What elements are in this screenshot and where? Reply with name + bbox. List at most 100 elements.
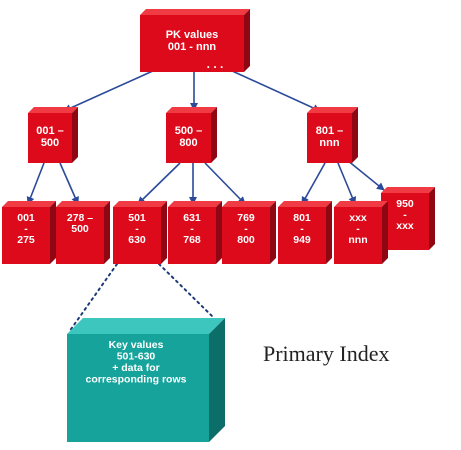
- arrow-node3-to-leaf-8: [346, 159, 385, 191]
- leaf-node-4-label: -: [190, 223, 194, 235]
- leaf-node-2-front-face: [56, 207, 104, 264]
- leaf-node-3-top-face: [113, 201, 167, 207]
- leaf-node-3-front-face: [113, 207, 161, 264]
- leaf-node-8-label: -: [356, 223, 360, 235]
- leaf-node-4-side-face: [216, 201, 222, 264]
- leaf-node-7-label: 950: [396, 198, 414, 210]
- arrow-root-to-node-3: [229, 69, 321, 112]
- leaf-node-2-label: 278 –: [67, 212, 93, 224]
- dotted-connector-left: [68, 263, 118, 333]
- index-node-1-side-face: [72, 107, 78, 163]
- leaf-node-5-top-face: [222, 201, 276, 207]
- index-node-1-label: 500: [41, 137, 59, 149]
- leaf-node-3-label: 630: [128, 234, 146, 246]
- leaf-node-7-side-face: [429, 187, 435, 250]
- index-node-3-front-face: [307, 113, 352, 163]
- leaf-node-2: 278 –500: [56, 201, 110, 264]
- arrow-node1-to-leaf-1: [26, 162, 45, 205]
- leaf-node-3-side-face: [161, 201, 167, 264]
- leaf-node-2-label: 500: [71, 223, 89, 235]
- index-node-2-front-face: [166, 113, 211, 163]
- index-node-3: 801 –nnn: [307, 107, 358, 163]
- leaf-node-6-top-face: [278, 201, 332, 207]
- index-node-2-label: 800: [179, 137, 197, 149]
- leaf-node-8-top-face: [334, 201, 388, 207]
- leaf-node-4: 631-768: [168, 201, 222, 264]
- data-block-label: corresponding rows: [86, 374, 187, 386]
- index-node-2-label: 500 –: [175, 125, 203, 137]
- index-node-3-label: 801 –: [316, 125, 344, 137]
- data-block-label: + data for: [112, 362, 160, 374]
- leaf-node-6-side-face: [326, 201, 332, 264]
- index-node-2-top-face: [166, 107, 217, 113]
- leaf-node-6-label: 801: [293, 212, 311, 224]
- index-node-1-top-face: [28, 107, 78, 113]
- root-node-side-face: [244, 9, 250, 72]
- leaf-node-3-label: -: [135, 223, 139, 235]
- leaf-node-2-side-face: [104, 201, 110, 264]
- leaf-node-7-front-face: [381, 193, 429, 250]
- leaf-node-2-top-face: [56, 201, 110, 207]
- leaf-node-7-label: xxx: [396, 220, 414, 232]
- leaf-node-1-label: 001: [17, 212, 35, 224]
- leaf-node-7: 950-xxx: [381, 187, 435, 250]
- leaf-node-1: 001-275: [2, 201, 56, 264]
- leaf-node-5-label: 769: [237, 212, 255, 224]
- leaf-node-1-front-face: [2, 207, 50, 264]
- leaf-node-4-top-face: [168, 201, 222, 207]
- arrow-node2-to-leaf-3: [137, 162, 181, 205]
- leaf-node-7-label: -: [403, 209, 407, 221]
- data-block-top-face: [67, 318, 225, 334]
- data-block-front-face: [67, 334, 209, 442]
- root-node-label: 001 - nnn: [168, 41, 217, 53]
- arrow-root-to-node-1: [63, 69, 156, 112]
- leaf-node-5-label: -: [244, 223, 248, 235]
- root-node-top-face: [140, 9, 250, 15]
- index-node-1-front-face: [28, 113, 72, 163]
- leaf-node-8-side-face: [382, 201, 388, 264]
- arrow-node3-to-leaf-7: [337, 162, 357, 205]
- arrow-node2-to-leaf-5: [204, 162, 246, 205]
- leaf-node-8-label: xxx: [349, 212, 367, 224]
- leaf-node-8: xxx-nnn: [334, 201, 388, 264]
- leaf-node-6-front-face: [278, 207, 326, 264]
- data-block-side-face: [209, 318, 225, 442]
- arrow-node3-to-leaf-6: [301, 162, 326, 205]
- leaf-node-1-label: 275: [17, 234, 35, 246]
- leaf-node-5-side-face: [270, 201, 276, 264]
- data-block-label: Key values: [109, 339, 164, 351]
- index-node-3-side-face: [352, 107, 358, 163]
- root-node-front-face: [140, 15, 244, 72]
- leaf-node-6: 801-949: [278, 201, 332, 264]
- leaf-node-1-side-face: [50, 201, 56, 264]
- leaf-node-5-front-face: [222, 207, 270, 264]
- data-block-label: 501-630: [117, 351, 156, 363]
- index-node-2-side-face: [211, 107, 217, 163]
- leaf-node-5: 769-800: [222, 201, 276, 264]
- index-node-3-label: nnn: [319, 137, 339, 149]
- leaf-node-6-label: 949: [293, 234, 311, 246]
- leaf-node-4-label: 768: [183, 234, 201, 246]
- leaf-node-1-top-face: [2, 201, 56, 207]
- arrow-node1-to-leaf-2: [59, 162, 79, 205]
- leaf-node-4-front-face: [168, 207, 216, 264]
- root-node-label: PK values: [166, 29, 219, 41]
- index-node-1: 001 –500: [28, 107, 78, 163]
- leaf-node-1-label: -: [24, 223, 28, 235]
- index-node-3-top-face: [307, 107, 358, 113]
- leaf-node-3: 501-630: [113, 201, 167, 264]
- leaf-node-3-label: 501: [128, 212, 146, 224]
- dotted-connector-right: [158, 263, 215, 319]
- leaf-node-5-label: 800: [237, 234, 255, 246]
- leaf-node-7-top-face: [381, 187, 435, 193]
- primary-index-caption: Primary Index: [263, 341, 390, 366]
- root-node-ellipsis: . . .: [207, 57, 224, 71]
- leaf-node-4-label: 631: [183, 212, 201, 224]
- index-node-1-label: 001 –: [36, 125, 64, 137]
- index-node-2: 500 –800: [166, 107, 217, 163]
- leaf-node-6-label: -: [300, 223, 304, 235]
- leaf-node-8-front-face: [334, 207, 382, 264]
